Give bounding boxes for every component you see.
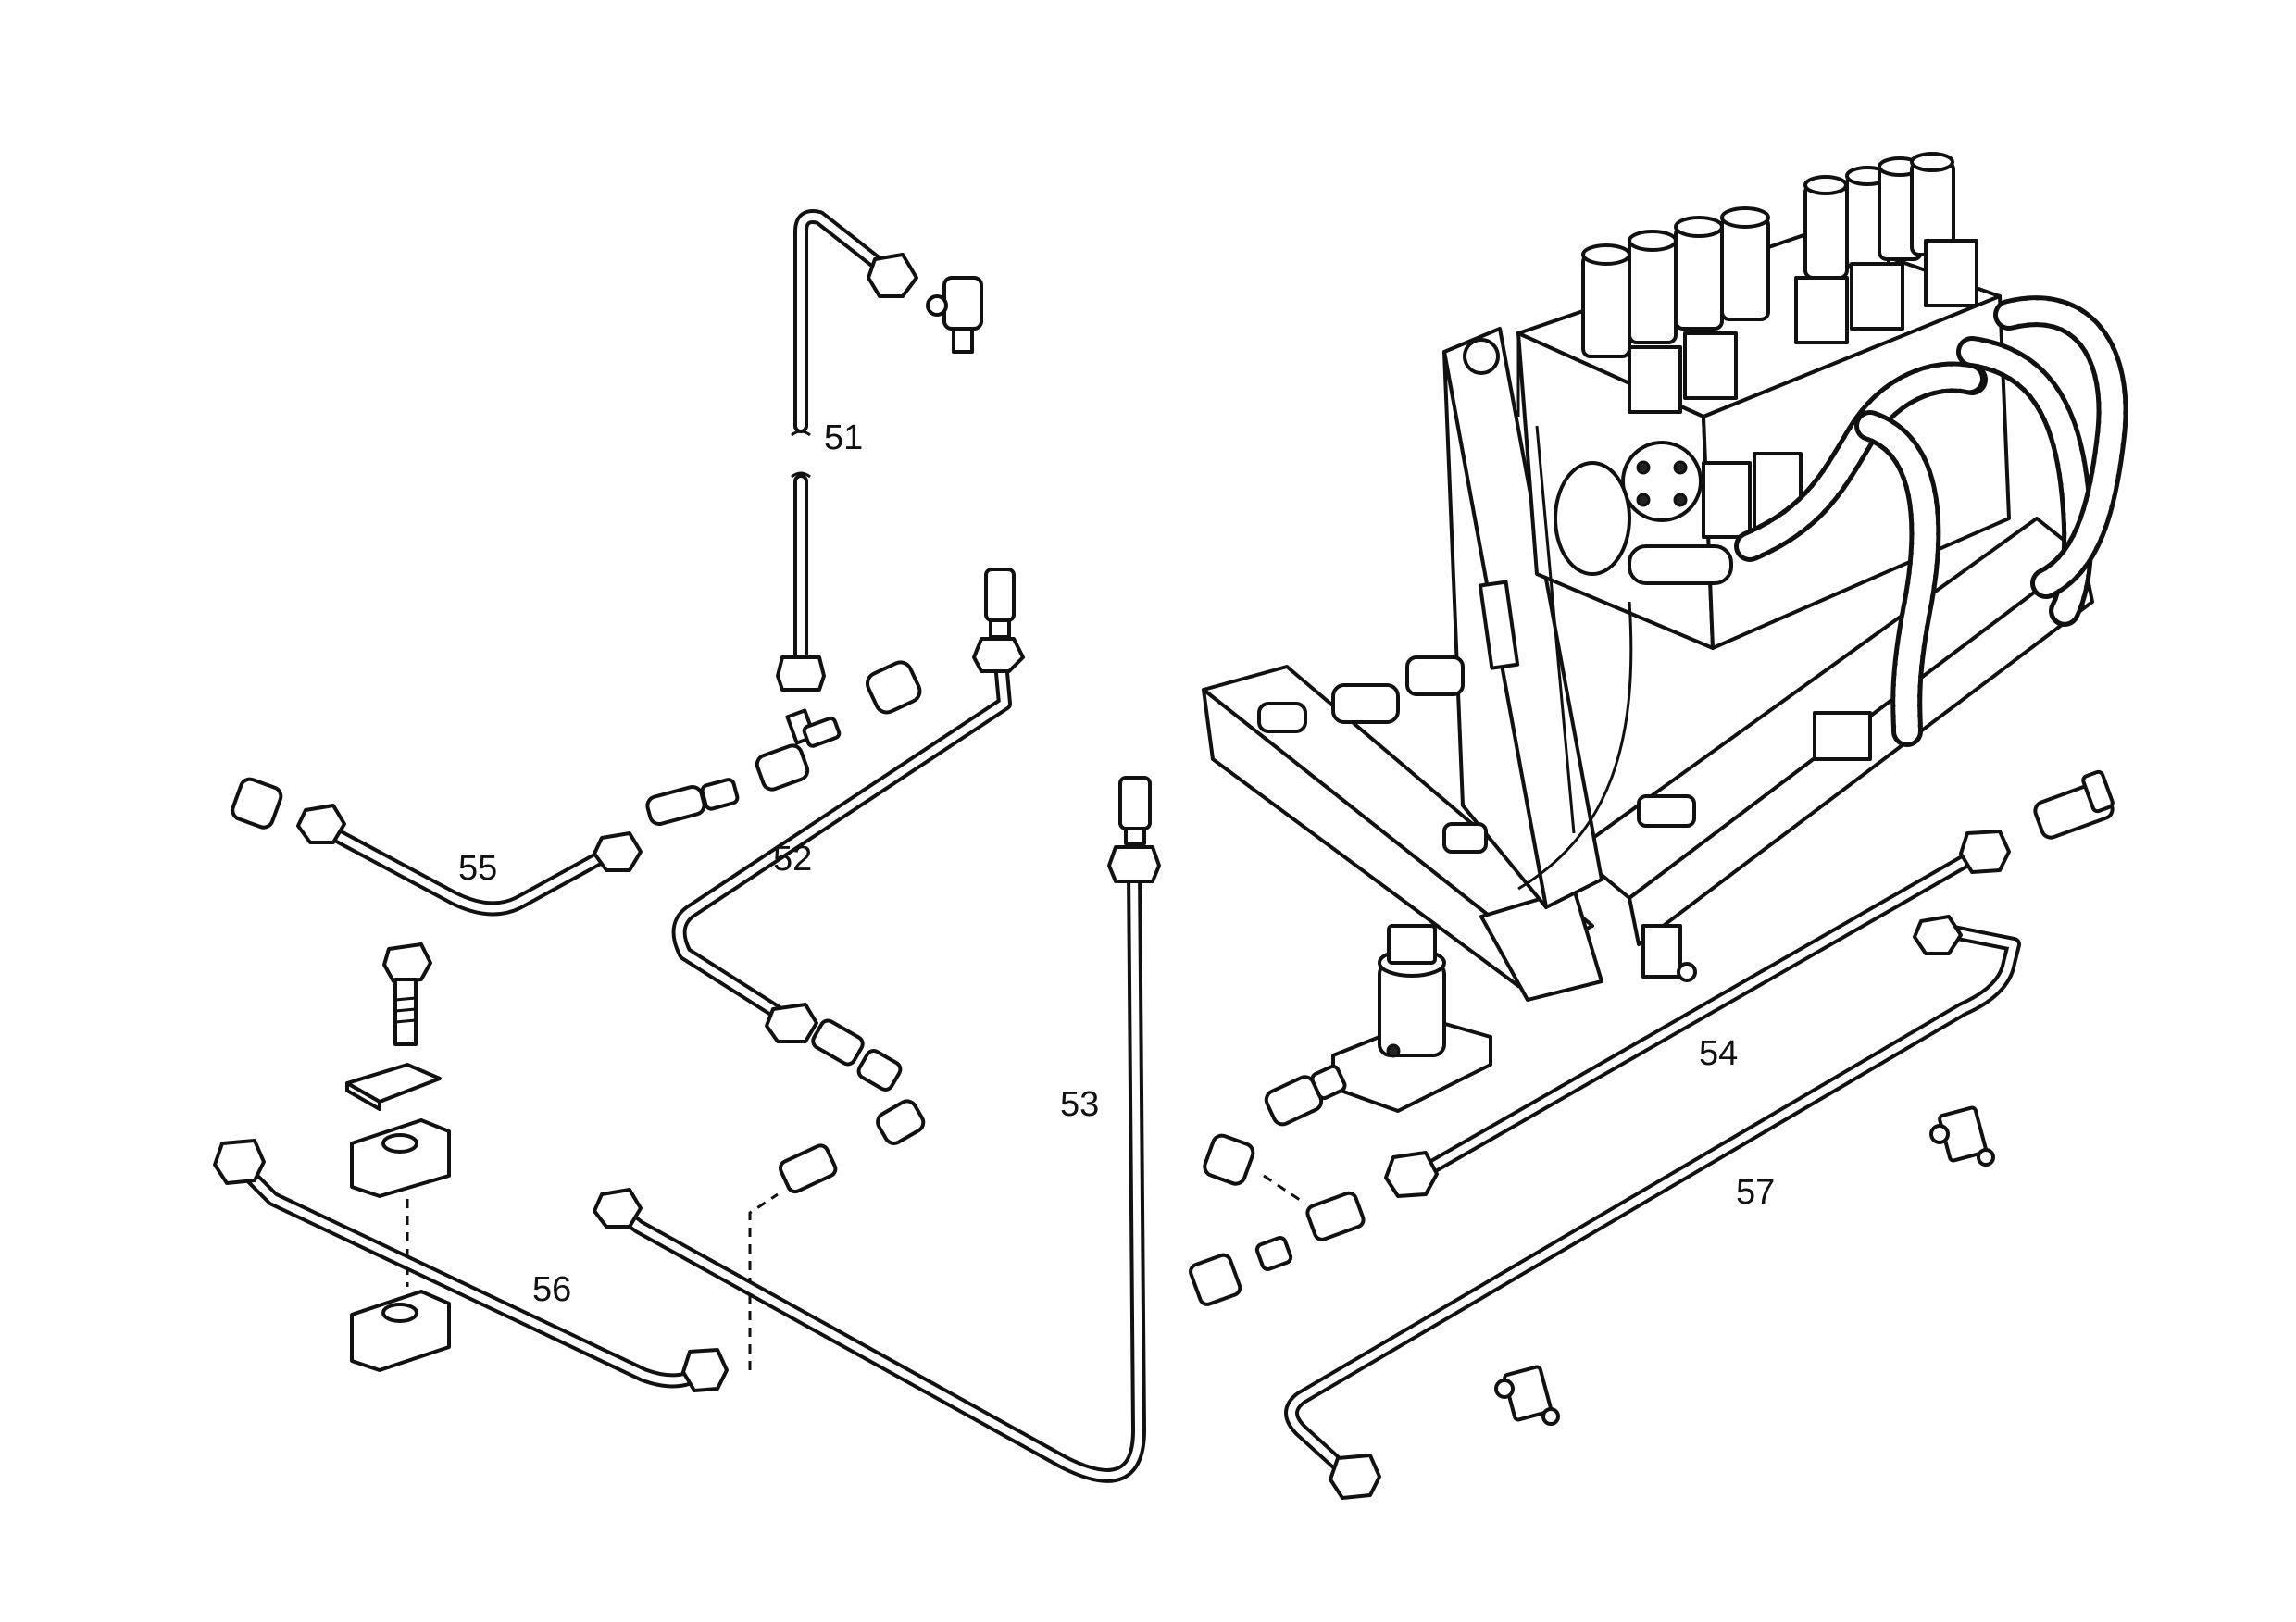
connector-53-top [1118,776,1152,830]
nut-lower [1189,1253,1242,1306]
callout-53: 53 [1060,1085,1099,1124]
clamp-block-upper [350,1118,451,1198]
callout-52: 52 [773,840,812,879]
pipe-57-nut-left [1329,1454,1381,1500]
pipe-51-nut-top [867,253,918,298]
pipe-52 [671,568,1025,1145]
pipe-clamp-right [1929,1105,1995,1167]
connector-52-bottom-a [811,1018,865,1067]
pump-outlet [1628,544,1733,585]
solenoid-row-1 [1581,206,1770,358]
assembly-dash-line [748,1192,779,1370]
callout-54: 54 [1699,1034,1738,1073]
frame-fitting-right [1405,655,1465,696]
break-mark-top [791,430,811,437]
pipe-56-nut-right [681,1348,729,1392]
elbow-fitting-lower [1203,1133,1255,1186]
pipe-53 [593,776,1161,1483]
valve-block-assembly [1202,152,2128,1002]
elbow-fitting-51 [942,276,983,331]
bolt-clamp-stack [345,942,451,1372]
pipe-55-nut-left [296,804,346,844]
pipe-56-nut-left [213,1139,266,1185]
pipe-56 [213,1139,838,1392]
pipe-54-nut-left [1384,1151,1439,1198]
flange [1621,441,1703,522]
callout-57: 57 [1736,1173,1775,1212]
pipe-clamp-frame [1641,924,1682,979]
pipe-51-nut-bottom [776,655,826,692]
tee-fitting [755,743,810,792]
pipe-51 [776,209,983,692]
pipe-57-nut-right [1913,915,1963,955]
pipe-52-nut-top [972,637,1025,673]
elbow-fitting-55 [231,777,283,830]
nipple-lower [1254,1236,1293,1271]
callout-55: 55 [458,849,497,888]
elbow-fitting-upper [865,660,922,715]
frame-fitting-left [1257,702,1307,733]
fittings-group-upper [645,660,922,827]
connector-52-top [984,568,1016,622]
frame-cylinder [1637,794,1696,828]
bracket-plate [1478,580,1520,670]
pipe-53-nut-top [1107,845,1161,883]
pipe-55-nut-right [593,831,643,872]
bolt-shank [393,978,418,1046]
callout-51: 51 [824,418,863,457]
clamp-block-lower [350,1290,451,1372]
pipe-52-nut-bottom [765,1003,818,1043]
pressure-regulator [1331,924,1492,1113]
tee-fitting-lower [1305,1191,1366,1241]
connector-56 [778,1143,838,1194]
pipe-57 [1284,915,2021,1500]
pipe-55 [231,777,643,917]
hoses [1734,295,2128,747]
pipe-clamp-bottom [1494,1365,1560,1426]
frame-small-fitting [1442,822,1488,854]
bolt-head [382,942,432,983]
pipe-54 [1384,769,2115,1198]
callout-56: 56 [532,1270,571,1309]
fittings-group-lower [1189,1064,1366,1306]
frame-fitting-mid [1331,683,1400,724]
break-mark-bottom [791,471,811,479]
bracket-hole [1463,338,1500,375]
frame-block [1813,711,1872,761]
regulator-cap [1387,924,1437,965]
connector-52-bottom-b [876,1099,926,1145]
pipe-53-nut-bottom [593,1188,643,1229]
pump-body [1554,461,1631,576]
pipe-54-nut-right [1959,830,2011,874]
straight-connector [645,784,706,827]
